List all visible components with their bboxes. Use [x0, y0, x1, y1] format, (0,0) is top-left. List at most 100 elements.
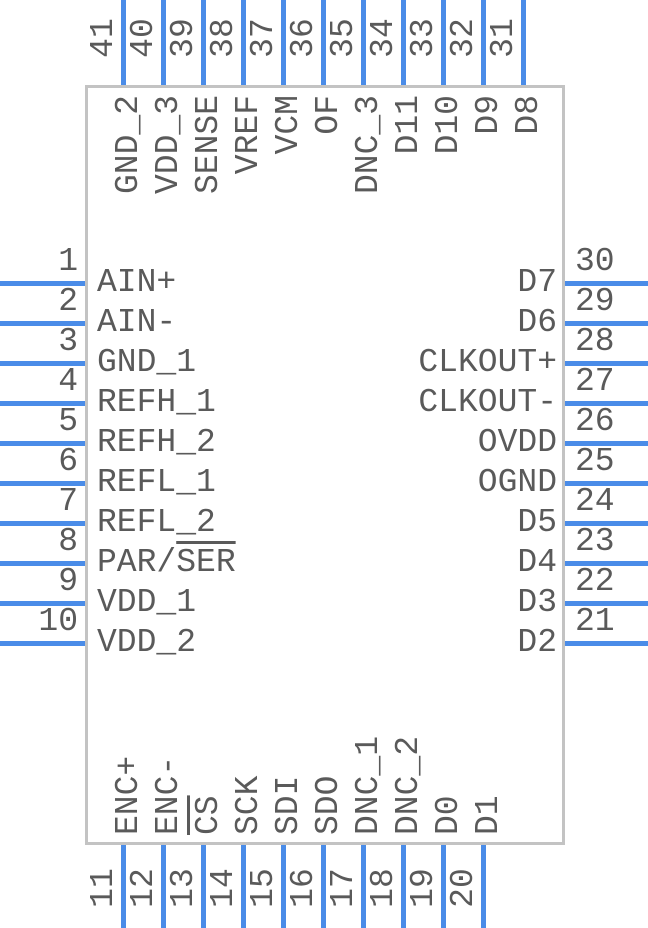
pin-label: REFL_1: [97, 464, 216, 501]
pin-label: DNC_2: [390, 735, 427, 835]
pin-label: OF: [310, 95, 347, 135]
pin-number: 25: [575, 443, 615, 480]
pin-line: [321, 845, 326, 928]
pin-line: [401, 845, 406, 928]
pin-line: [121, 0, 126, 85]
pin-number: 26: [575, 403, 615, 440]
pin-line: [0, 281, 85, 286]
pin-label: SENSE: [190, 95, 227, 195]
pin-line: [565, 521, 648, 526]
pin-line: [241, 845, 246, 928]
pin-label: D3: [517, 584, 557, 621]
pin-label: D6: [517, 304, 557, 341]
pin-line: [565, 321, 648, 326]
pin-line: [161, 0, 166, 85]
pin-label: VDD_2: [97, 624, 197, 661]
pin-number: 16: [285, 868, 322, 908]
pin-label: CS: [190, 615, 227, 835]
pin-number: 28: [575, 323, 615, 360]
pin-line: [121, 845, 126, 928]
pin-number: 35: [325, 18, 362, 58]
pin-number: 32: [445, 18, 482, 58]
pin-line: [361, 845, 366, 928]
pin-label: VCM: [270, 95, 307, 155]
pin-line: [281, 845, 286, 928]
pin-line: [201, 0, 206, 85]
pin-label: ENC-: [150, 755, 187, 835]
pin-label: SDO: [310, 775, 347, 835]
pin-line: [441, 0, 446, 85]
pin-number: 10: [38, 603, 78, 640]
pin-line: [521, 0, 526, 85]
pin-number: 15: [245, 868, 282, 908]
pin-number: 12: [125, 868, 162, 908]
pin-label: SCK: [230, 775, 267, 835]
pin-label: AIN+: [97, 264, 177, 301]
pin-number: 4: [58, 363, 78, 400]
pin-label: D10: [430, 95, 467, 155]
pin-number: 29: [575, 283, 615, 320]
pin-line: [361, 0, 366, 85]
pin-line: [565, 361, 648, 366]
pin-number: 18: [365, 868, 402, 908]
pin-label: CLKOUT-: [418, 384, 557, 421]
pin-line: [565, 481, 648, 486]
pin-label: OGND: [477, 464, 557, 501]
pin-label: D7: [517, 264, 557, 301]
pin-label: SDI: [270, 775, 307, 835]
pin-number: 17: [325, 868, 362, 908]
pin-line: [0, 561, 85, 566]
pin-number: 37: [245, 18, 282, 58]
pin-label: DNC_1: [350, 735, 387, 835]
pin-label: DNC_3: [350, 95, 387, 195]
pin-line: [0, 361, 85, 366]
pin-label: GND_1: [97, 344, 197, 381]
pin-number: 5: [58, 403, 78, 440]
pin-number: 7: [58, 483, 78, 520]
pin-number: 21: [575, 603, 615, 640]
pin-number: 8: [58, 523, 78, 560]
pin-label: D0: [430, 795, 467, 835]
pin-line: [565, 601, 648, 606]
pin-line: [321, 0, 326, 85]
pin-number: 19: [405, 868, 442, 908]
pin-line: [281, 0, 286, 85]
pin-label: D8: [510, 95, 547, 135]
pin-label: VREF: [230, 95, 267, 175]
pin-number: 6: [58, 443, 78, 480]
pin-number: 11: [85, 868, 122, 908]
pin-number: 34: [365, 18, 402, 58]
overline-text: CS: [190, 795, 227, 835]
pin-label: D4: [517, 544, 557, 581]
pin-line: [161, 845, 166, 928]
pin-label: D2: [517, 624, 557, 661]
pin-line: [565, 641, 648, 646]
pin-number: 24: [575, 483, 615, 520]
pin-number: 30: [575, 243, 615, 280]
pin-line: [0, 521, 85, 526]
pin-line: [481, 845, 486, 928]
pin-line: [0, 641, 85, 646]
pin-number: 31: [485, 18, 522, 58]
pin-label: VDD_3: [150, 95, 187, 195]
pin-line: [0, 401, 85, 406]
pin-number: 36: [285, 18, 322, 58]
pin-label: D1: [470, 795, 507, 835]
pin-line: [201, 845, 206, 928]
pin-line: [565, 561, 648, 566]
pin-number: 14: [205, 868, 242, 908]
pin-label: D9: [470, 95, 507, 135]
pin-number: 39: [165, 18, 202, 58]
pin-number: 40: [125, 18, 162, 58]
pin-label: VDD_1: [97, 584, 197, 621]
pin-label: PAR/SER: [97, 544, 236, 581]
pin-line: [241, 0, 246, 85]
pin-label: CLKOUT+: [418, 344, 557, 381]
pin-label: REFH_2: [97, 424, 216, 461]
pin-line: [0, 601, 85, 606]
pin-line: [481, 0, 486, 85]
pin-number: 38: [205, 18, 242, 58]
pin-number: 33: [405, 18, 442, 58]
pin-number: 41: [85, 18, 122, 58]
